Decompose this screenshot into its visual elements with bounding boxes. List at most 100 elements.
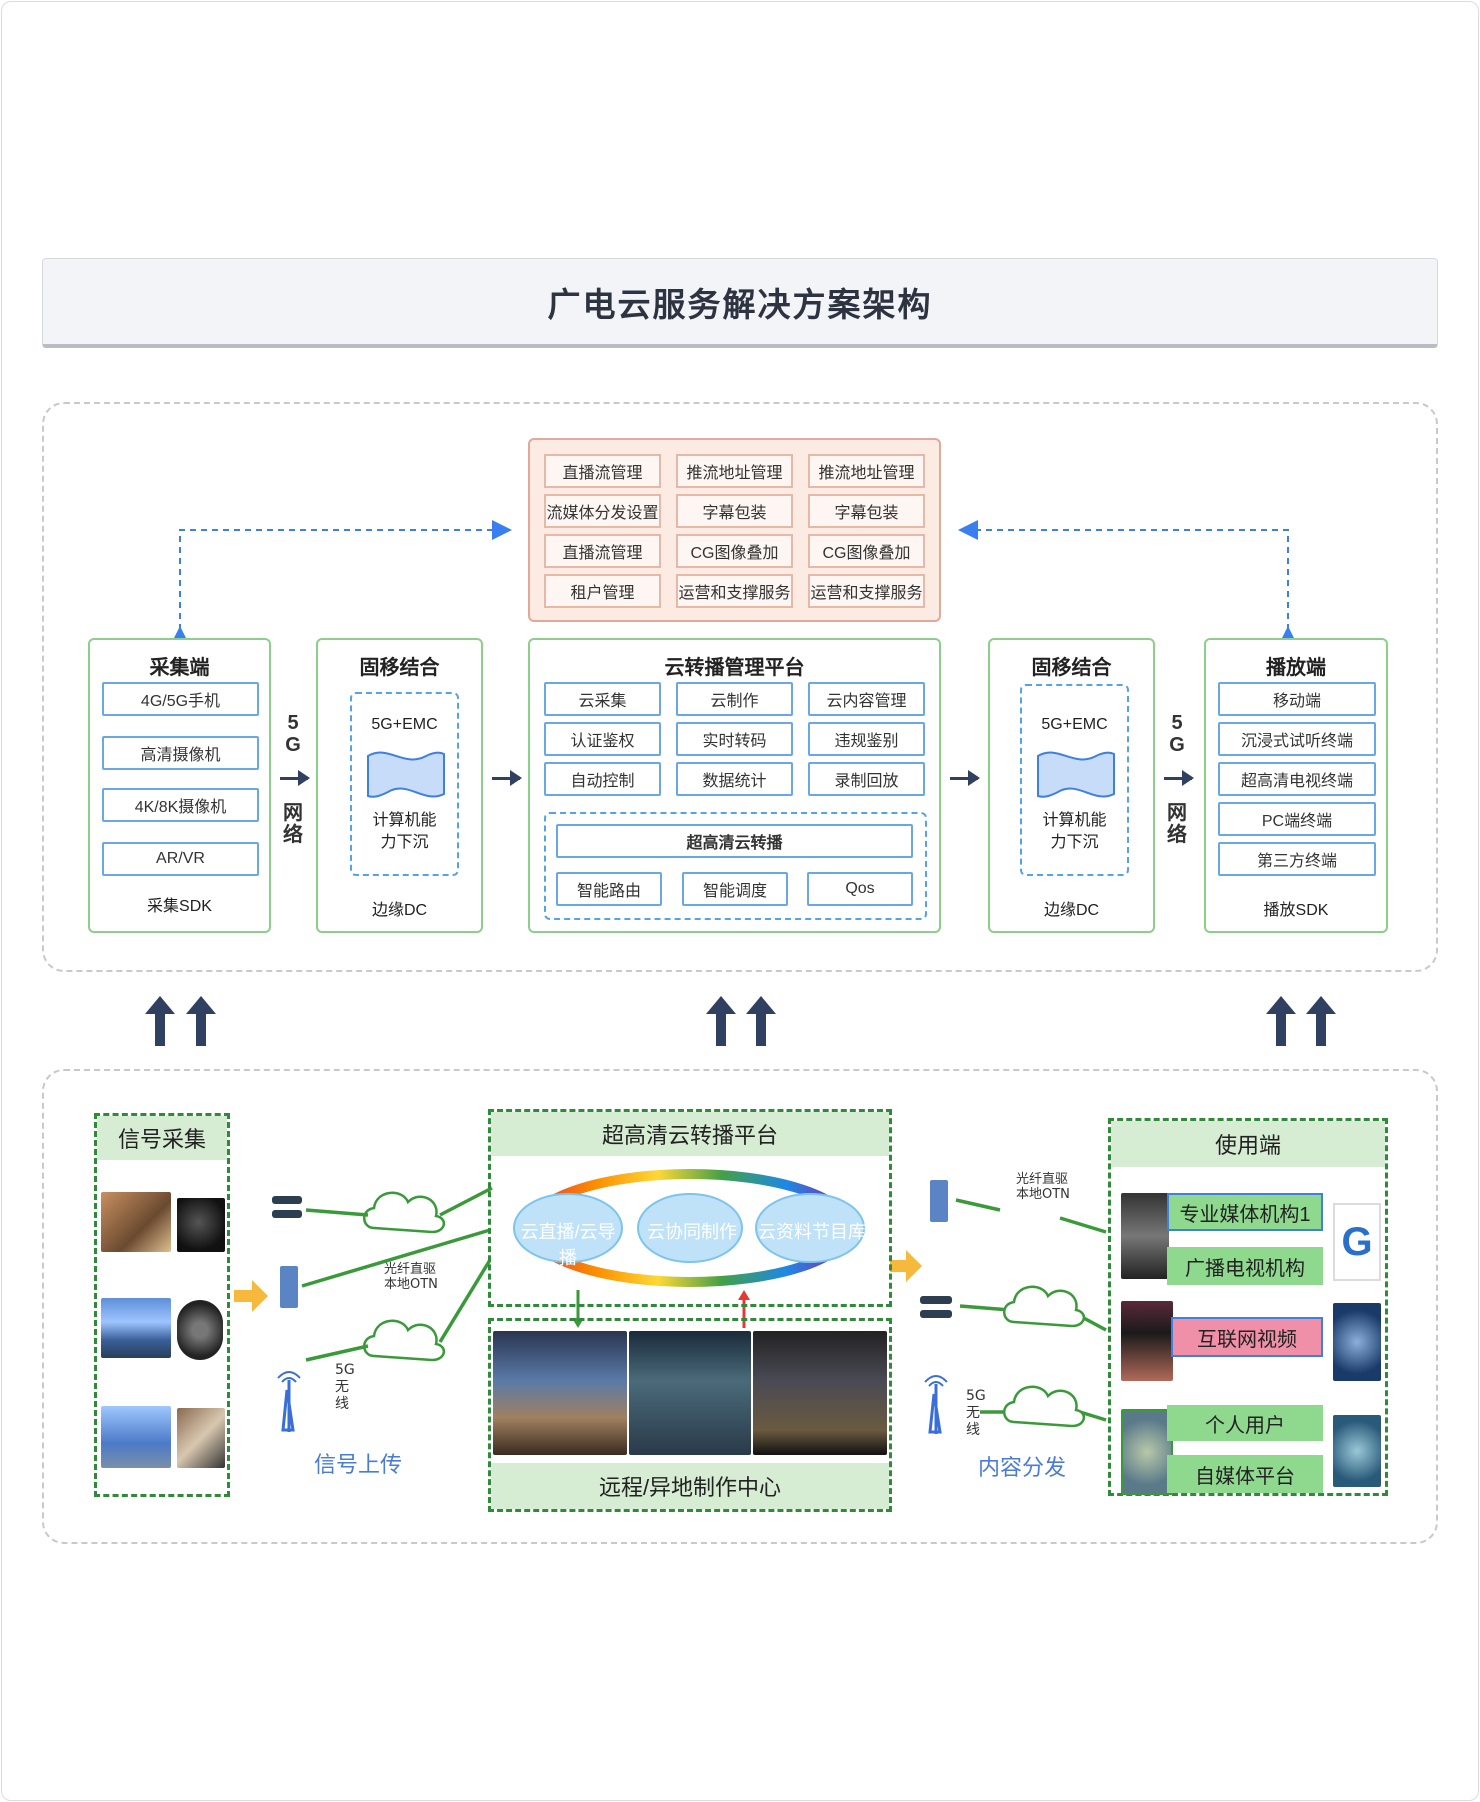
arrow-right-icon	[950, 770, 980, 786]
playback-box: 播放端 移动端 沉浸式试听终端 超高清电视终端 PC端终端 第三方终端 播放SD…	[1204, 638, 1388, 933]
deployment-panel	[42, 1069, 1438, 1544]
user-item: 自媒体平台	[1167, 1455, 1323, 1493]
ops-item: 直播流管理	[544, 534, 661, 568]
g-logo-icon: G	[1333, 1203, 1381, 1281]
compute-line: 力下沉	[1050, 834, 1099, 851]
wireless-line: 5G	[335, 1362, 355, 1378]
wireless-line: 线	[966, 1422, 980, 1438]
ops-item: 字幕包装	[808, 494, 925, 528]
network-char: 网	[283, 802, 303, 824]
playback-title: 播放端	[1266, 657, 1326, 679]
uhd-item: 智能调度	[682, 872, 788, 906]
network-char: 网	[1167, 802, 1187, 824]
network-label-left-b: 网 络	[283, 802, 303, 846]
compute-line: 计算机能	[372, 812, 437, 829]
uhd-platform-title: 超高清云转播平台	[491, 1112, 889, 1156]
fixed-title: 固移结合	[359, 657, 440, 679]
up-arrow-icon	[186, 996, 216, 1046]
up-arrow-icon	[706, 996, 736, 1046]
ops-item: 推流地址管理	[808, 454, 925, 488]
network-label-right-b: 网 络	[1167, 802, 1187, 846]
cloud-label: 云直播/云导播	[520, 1222, 616, 1268]
fixed-footer: 边缘DC	[1043, 902, 1100, 919]
emc-box: 5G+EMC 计算机能 力下沉	[350, 692, 459, 876]
capture-title: 采集端	[149, 657, 210, 679]
wireless-line: 无	[966, 1405, 980, 1421]
playback-item: 超高清电视终端	[1218, 762, 1376, 796]
otn-line: 本地OTN	[384, 1277, 438, 1292]
personal-photo	[1121, 1409, 1173, 1495]
media-photo	[1121, 1193, 1169, 1279]
yellow-arrow-icon	[890, 1250, 922, 1282]
uhd-platform-box: 超高清云转播平台 云直播/云导播 云协同制作 云资料节目库	[488, 1109, 892, 1307]
emc-label: 5G+EMC	[1041, 716, 1108, 733]
arrow-right-icon	[280, 770, 310, 786]
playback-item: 第三方终端	[1218, 842, 1376, 876]
antenna-icon	[281, 1380, 295, 1432]
studio-photo	[493, 1331, 627, 1455]
playback-item: 移动端	[1218, 682, 1376, 716]
compute-line: 计算机能	[1042, 812, 1107, 829]
ops-item: CG图像叠加	[676, 534, 793, 568]
network-photo	[1333, 1303, 1381, 1381]
camera-photo	[177, 1198, 225, 1252]
ops-item: 推流地址管理	[676, 454, 793, 488]
wireless-label-left: 5G 无 线	[335, 1362, 355, 1413]
emc-box: 5G+EMC 计算机能 力下沉	[1020, 684, 1129, 876]
playback-item: 沉浸式试听终端	[1218, 722, 1376, 756]
users-box: 使用端 专业媒体机构1 广播电视机构 G 互联网视频 个人用户 自媒体平台	[1108, 1118, 1388, 1496]
ops-item: 运营和支撑服务	[808, 574, 925, 608]
platform-item: 自动控制	[544, 762, 661, 796]
network-char: 络	[283, 824, 303, 846]
compute-wave-icon	[1037, 751, 1115, 798]
platform-title: 云转播管理平台	[664, 657, 805, 679]
up-arrow-icon	[145, 996, 175, 1046]
remote-center-box: 远程/异地制作中心	[488, 1318, 892, 1512]
emc-label: 5G+EMC	[371, 716, 438, 733]
platform-box: 云转播管理平台 云采集云制作云内容管理认证鉴权实时转码违规鉴别自动控制数据统计录…	[528, 638, 941, 933]
page-title: 广电云服务解决方案架构	[547, 285, 933, 323]
title-bar: 广电云服务解决方案架构	[42, 258, 1438, 348]
uhd-item: 智能路由	[556, 872, 662, 906]
architecture-panel	[42, 402, 1438, 972]
ops-item: 直播流管理	[544, 454, 661, 488]
wireless-line: 5G	[966, 1388, 986, 1404]
user-item: 广播电视机构	[1167, 1247, 1323, 1285]
otn-line: 光纤直驱	[1016, 1172, 1069, 1187]
network-char: 5	[287, 712, 299, 734]
signal-capture-box: 信号采集	[94, 1113, 230, 1497]
cloud-icon	[363, 1191, 445, 1362]
compute-label: 计算机能 力下沉	[1022, 810, 1127, 854]
router-icon	[272, 1196, 302, 1204]
wireless-label-right: 5G 无 线	[966, 1388, 986, 1439]
otn-label-right: 光纤直驱 本地OTN	[1016, 1172, 1070, 1202]
platform-item: 违规鉴别	[808, 722, 925, 756]
platform-cloud-icon	[513, 1193, 865, 1263]
user-item: 互联网视频	[1171, 1317, 1323, 1357]
antenna-icon	[928, 1384, 942, 1434]
vr-user-photo	[1121, 1301, 1173, 1381]
network-flow-graphics	[234, 1169, 1107, 1434]
signal-title: 信号采集	[97, 1116, 227, 1160]
arrow-right-icon	[492, 770, 522, 786]
cloud-label: 云资料节目库	[758, 1222, 866, 1242]
network-label-right: 5 G	[1167, 712, 1187, 756]
playback-footer: 播放SDK	[1263, 902, 1329, 919]
network-char: 络	[1167, 824, 1187, 846]
router-icon	[920, 1296, 952, 1304]
ops-item: 租户管理	[544, 574, 661, 608]
ops-item: CG图像叠加	[808, 534, 925, 568]
fixed-mobile-box-right: 固移结合 5G+EMC 计算机能 力下沉 边缘DC	[988, 638, 1155, 933]
platform-item: 数据统计	[676, 762, 793, 796]
users-title: 使用端	[1111, 1121, 1385, 1167]
yellow-arrow-icon	[234, 1280, 268, 1312]
capture-item: 高清摄像机	[102, 736, 259, 770]
distribute-label: 内容分发	[978, 1455, 1067, 1480]
birdnest-photo	[101, 1298, 171, 1358]
network-label-left: 5 G	[283, 712, 303, 756]
platform-item: 认证鉴权	[544, 722, 661, 756]
fixed-mobile-box-left: 固移结合 5G+EMC 计算机能 力下沉 边缘DC	[316, 638, 483, 933]
platform-item: 实时转码	[676, 722, 793, 756]
control-room-photo	[629, 1331, 751, 1455]
arrow-right-icon	[1164, 770, 1194, 786]
